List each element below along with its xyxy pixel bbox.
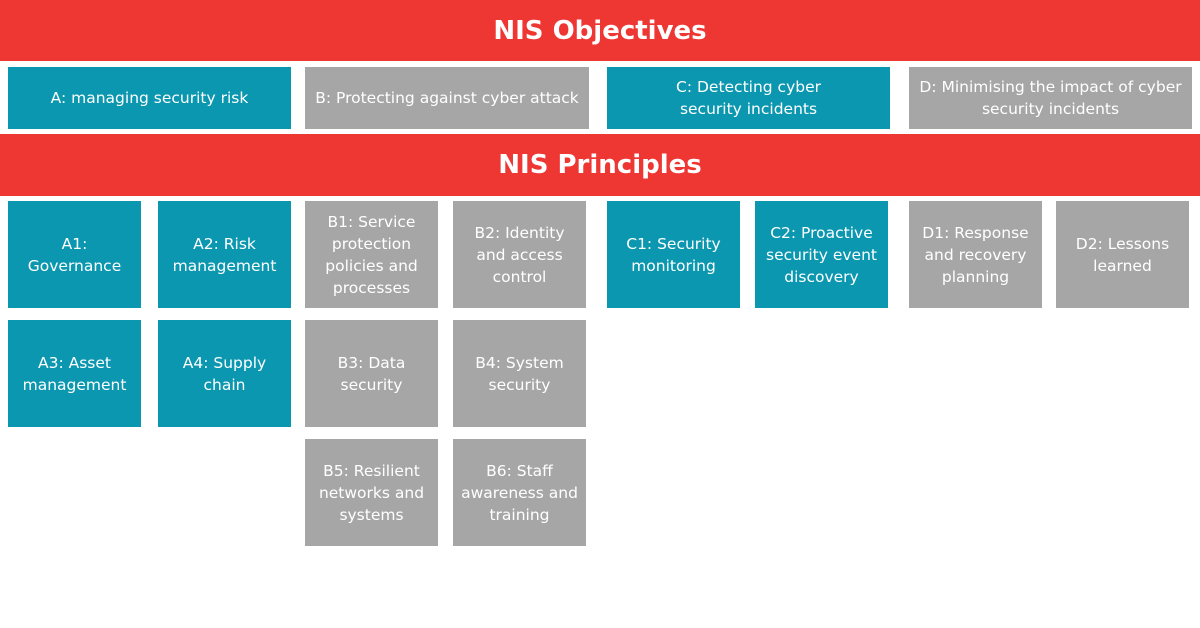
principle-c1: C1: Security monitoring: [607, 201, 740, 308]
principle-b6: B6: Staff awareness and training: [453, 439, 586, 546]
principle-a2: A2: Risk management: [158, 201, 291, 308]
principle-b5: B5: Resilient networks and systems: [305, 439, 438, 546]
principle-a1: A1: Governance: [8, 201, 141, 308]
principle-a3: A3: Asset management: [8, 320, 141, 427]
objective-c: C: Detecting cyber security incidents: [607, 67, 890, 129]
principle-b4: B4: System security: [453, 320, 586, 427]
objective-d: D: Minimising the impact of cyber securi…: [909, 67, 1192, 129]
principle-d1: D1: Response and recovery planning: [909, 201, 1042, 308]
principle-d2: D2: Lessons learned: [1056, 201, 1189, 308]
objectives-header: NIS Objectives: [0, 0, 1200, 61]
principle-b2: B2: Identity and access control: [453, 201, 586, 308]
principle-b3: B3: Data security: [305, 320, 438, 427]
principle-b1: B1: Service protection policies and proc…: [305, 201, 438, 308]
principle-a4: A4: Supply chain: [158, 320, 291, 427]
objective-a: A: managing security risk: [8, 67, 291, 129]
principle-c2: C2: Proactive security event discovery: [755, 201, 888, 308]
principles-header: NIS Principles: [0, 134, 1200, 196]
objective-b: B: Protecting against cyber attack: [305, 67, 589, 129]
